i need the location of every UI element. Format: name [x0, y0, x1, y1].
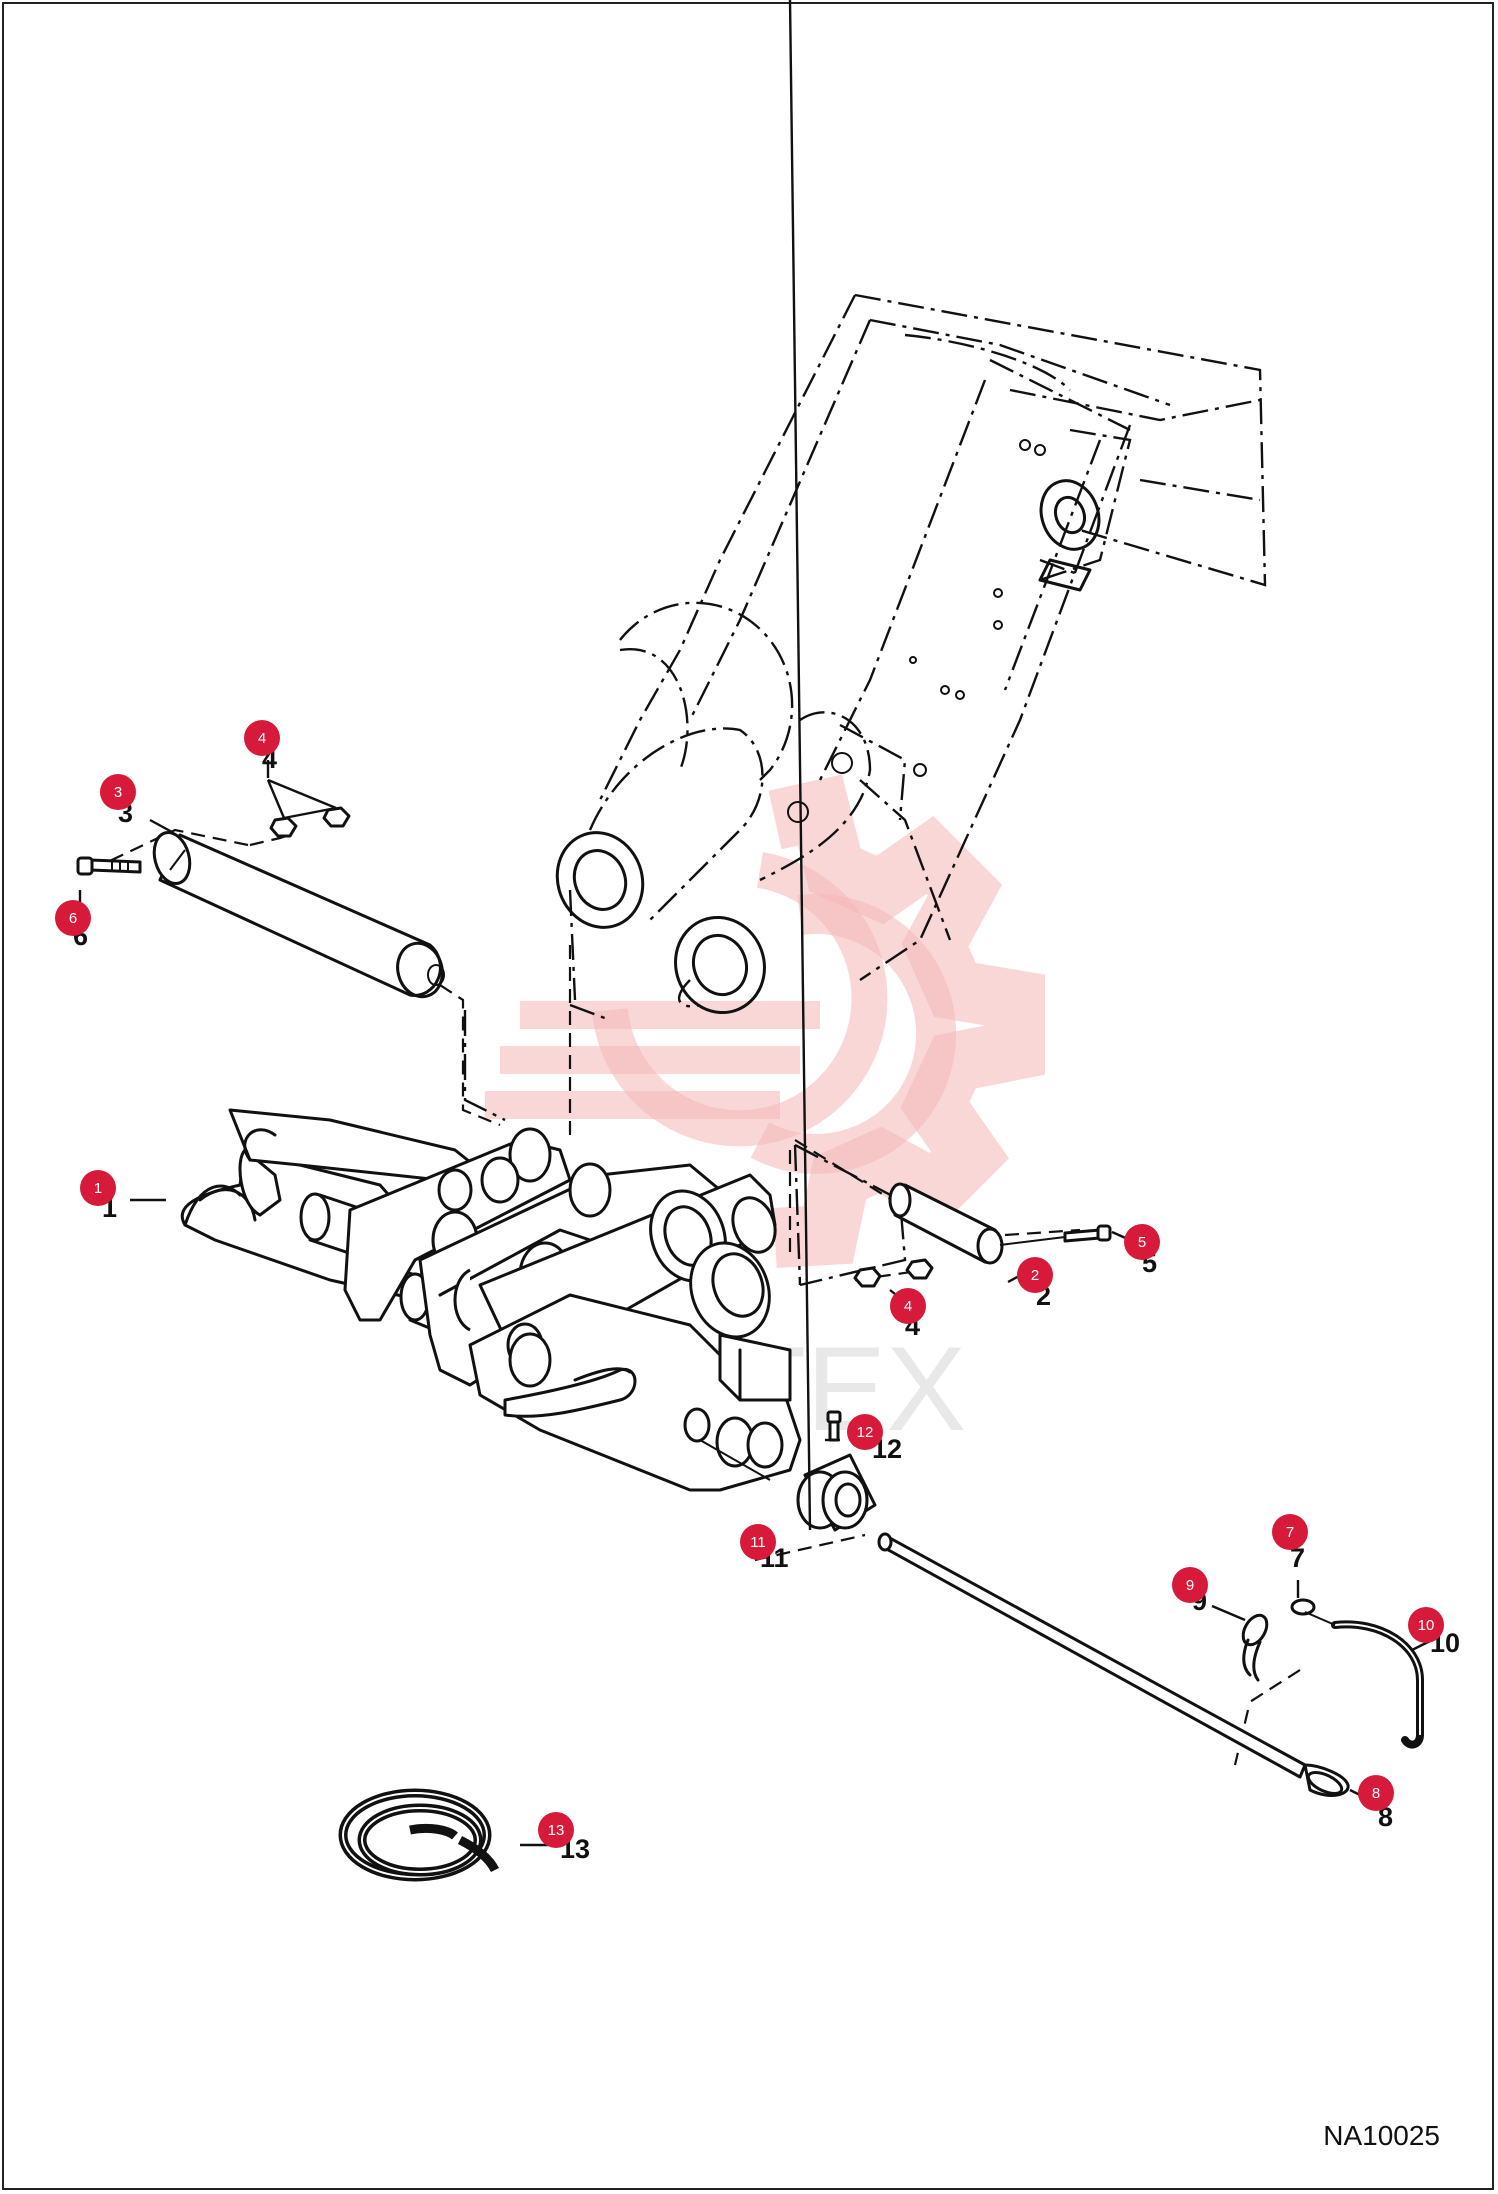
- hose-coil-part-13: [338, 1788, 500, 1882]
- bolt-part-5: [999, 1224, 1112, 1246]
- callout-badge-3[interactable]: 3: [100, 774, 136, 810]
- svg-text:4: 4: [258, 730, 266, 747]
- svg-text:13: 13: [548, 1822, 565, 1839]
- pin-part-3: [152, 831, 445, 999]
- bolt-part-6: [76, 856, 142, 876]
- rod-part-8: [877, 1532, 1350, 1797]
- callout-badge-10[interactable]: 10: [1408, 1607, 1444, 1643]
- drawing-reference-number: NA10025: [1323, 2120, 1440, 2151]
- svg-text:5: 5: [1138, 1234, 1146, 1251]
- callout-badge-11[interactable]: 11: [740, 1524, 776, 1560]
- svg-text:11: 11: [750, 1534, 766, 1551]
- clip-part-9: [1241, 1613, 1269, 1682]
- svg-text:1: 1: [94, 1180, 102, 1197]
- svg-text:10: 10: [1418, 1617, 1435, 1634]
- callout-badge-5[interactable]: 5: [1124, 1224, 1160, 1260]
- svg-text:2: 2: [1031, 1267, 1039, 1284]
- callout-badge-9[interactable]: 9: [1172, 1567, 1208, 1603]
- callout-badge-4b[interactable]: 4: [890, 1288, 926, 1324]
- callout-badges: 1 2 3 4 4 5 6 7 8 9 10 11 12 13: [55, 720, 1444, 1848]
- label-part-7: 7: [1290, 1543, 1305, 1573]
- callout-badge-1[interactable]: 1: [80, 1170, 116, 1206]
- callout-badge-4a[interactable]: 4: [244, 720, 280, 756]
- callout-badge-12[interactable]: 12: [847, 1414, 883, 1450]
- watermark-gear-icon: [485, 774, 1045, 1268]
- svg-text:4: 4: [904, 1298, 912, 1315]
- bushing-part-11: [796, 1453, 877, 1532]
- screw-part-12: [826, 1410, 842, 1442]
- svg-text:7: 7: [1286, 1524, 1294, 1541]
- boom-outline: [463, 293, 1267, 1287]
- svg-text:3: 3: [114, 784, 122, 801]
- svg-text:12: 12: [857, 1424, 874, 1441]
- callout-badge-13[interactable]: 13: [538, 1812, 574, 1848]
- svg-text:6: 6: [69, 910, 77, 927]
- callout-badge-7[interactable]: 7: [1272, 1514, 1308, 1550]
- callout-leaders: [78, 0, 1433, 1847]
- link-assembly-part-1: [180, 1108, 802, 1492]
- svg-text:9: 9: [1186, 1577, 1194, 1594]
- nuts-part-4-right: [853, 1258, 934, 1288]
- pin-part-2: [888, 1182, 1004, 1265]
- callout-badge-2[interactable]: 2: [1017, 1257, 1053, 1293]
- lanyard-part-10: [1304, 1611, 1424, 1749]
- svg-text:8: 8: [1372, 1785, 1380, 1802]
- callout-badge-6[interactable]: 6: [55, 900, 91, 936]
- nuts-part-4-left: [266, 778, 351, 838]
- callout-badge-8[interactable]: 8: [1358, 1775, 1394, 1811]
- ring-part-7: [1290, 1598, 1316, 1616]
